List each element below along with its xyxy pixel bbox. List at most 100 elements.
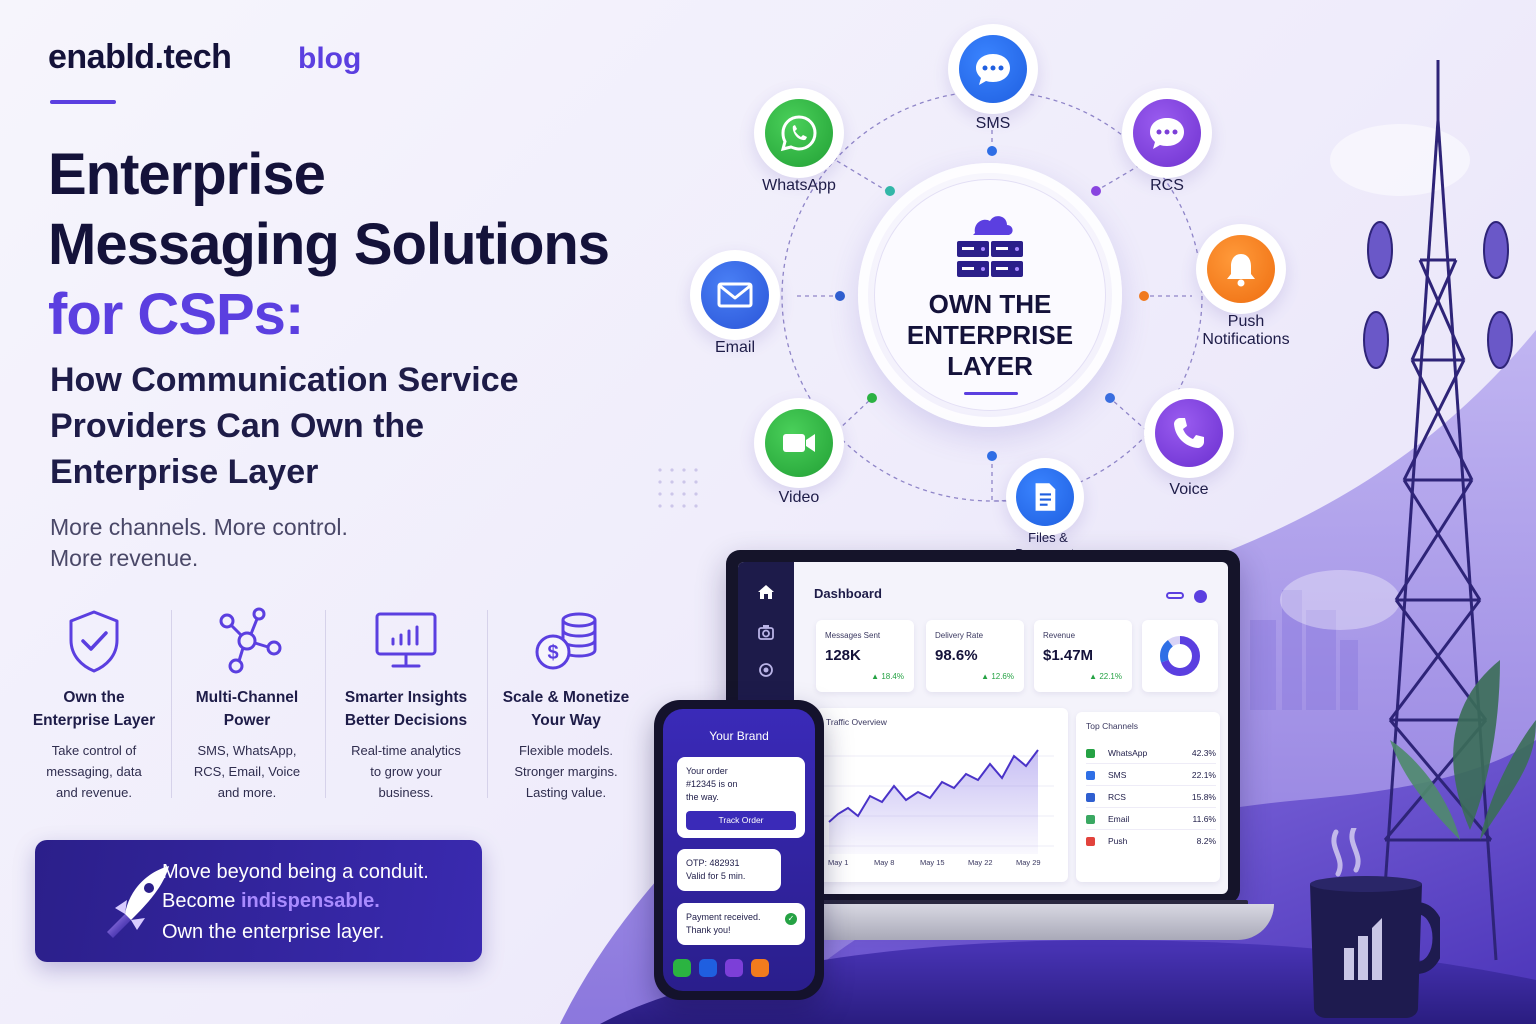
stat-value: $1.47M (1043, 647, 1094, 664)
traffic-line-chart (824, 749, 1054, 854)
feature-heading-line: Better Decisions (344, 712, 468, 729)
brand-logo-text[interactable]: enabld.tech (48, 38, 232, 76)
page-title-line-1: Enterprise (48, 142, 326, 207)
stat-value: 98.6% (935, 647, 978, 664)
order-message-line: #12345 is on (686, 779, 738, 789)
network-nodes-icon (219, 607, 282, 674)
channel-label-push: Push Notifications (1186, 313, 1306, 349)
feature-body-line: Real-time analytics (351, 743, 461, 758)
donut-chart (1160, 636, 1200, 676)
envelope-icon (717, 282, 753, 308)
stat-change: ▲ 18.4% (871, 672, 904, 681)
hub-label-line: OWN THE (928, 289, 1052, 319)
channel-label-files-line: Files & (1028, 530, 1068, 545)
feature-own-enterprise-layer: Own the Enterprise Layer Take control of… (19, 606, 169, 803)
cloud-server-icon (957, 216, 1023, 277)
tagline-line-2: More revenue. (50, 545, 199, 571)
top-channel-name: WhatsApp (1108, 748, 1148, 758)
feature-heading-line: Multi-Channel (195, 689, 299, 706)
feature-heading-line: Power (223, 712, 271, 729)
channel-email[interactable] (690, 250, 780, 340)
feature-heading-line: Smarter Insights (344, 689, 468, 706)
channel-label-email: Email (714, 339, 755, 356)
subtitle-line-2: Providers Can Own the (50, 407, 425, 445)
feature-body-line: Stronger margins. (514, 764, 618, 779)
settings-icon[interactable] (756, 660, 776, 680)
channel-files-documents[interactable] (1006, 458, 1084, 536)
traffic-tick: May 29 (1016, 858, 1041, 867)
top-channel-share: 11.6% (1192, 814, 1216, 824)
top-channel-share: 22.1% (1191, 770, 1216, 780)
channel-video[interactable] (754, 398, 844, 488)
channel-label-push-line: Push (1227, 313, 1265, 330)
sms-icon (1086, 771, 1095, 780)
callout-line-2-prefix: Become (162, 890, 241, 912)
channel-voice[interactable] (1144, 388, 1234, 478)
bell-app-icon[interactable] (751, 959, 769, 977)
otp-message: OTP: 482931 Valid for 5 min. (677, 849, 781, 891)
brand-underline (50, 100, 116, 104)
top-channel-share: 42.3% (1191, 748, 1216, 758)
camera-icon[interactable] (756, 622, 776, 642)
top-channels-title: Top Channels (1086, 721, 1138, 731)
otp-message-line: OTP: 482931 (686, 858, 740, 868)
email-icon (1086, 815, 1095, 824)
chat-bubble-icon (976, 54, 1010, 85)
feature-heading-line: Scale & Monetize (502, 689, 630, 706)
feature-divider (171, 610, 172, 798)
channel-rcs[interactable] (1122, 88, 1212, 178)
rcs-app-icon[interactable] (725, 959, 743, 977)
svg-text:$: $ (547, 642, 558, 664)
feature-heading-line: Enterprise Layer (32, 712, 156, 729)
rcs-chat-icon (1150, 118, 1184, 149)
blog-label[interactable]: blog (298, 42, 362, 75)
channel-label-video: Video (778, 489, 820, 506)
order-message-line: the way. (686, 792, 719, 802)
top-channel-share: 8.2% (1196, 836, 1216, 846)
traffic-tick: May 15 (920, 858, 945, 867)
callout-banner: Move beyond being a conduit. Become indi… (35, 840, 482, 962)
top-channel-name: SMS (1108, 770, 1127, 780)
callout-line-3: Own the enterprise layer. (162, 921, 385, 943)
traffic-tick: May 1 (828, 858, 849, 867)
feature-divider (487, 610, 488, 798)
feature-body-line: messaging, data (46, 764, 142, 779)
top-channel-name: Email (1108, 814, 1130, 824)
bell-icon (1227, 254, 1255, 287)
channel-whatsapp[interactable] (754, 88, 844, 178)
callout-line-1: Move beyond being a conduit. (162, 861, 429, 883)
feature-body-line: Take control of (51, 743, 137, 758)
feature-multi-channel-power: Multi-Channel Power SMS, WhatsApp, RCS, … (172, 606, 322, 803)
feature-body-line: Lasting value. (525, 785, 607, 800)
hub-inner-ring (874, 179, 1106, 411)
whatsapp-app-icon[interactable] (673, 959, 691, 977)
smartphone: Your Brand Your order #12345 is on the w… (654, 700, 824, 1000)
track-order-button[interactable]: Track Order (686, 811, 796, 830)
stat-change: ▲ 22.1% (1089, 672, 1122, 681)
phone-icon (1174, 418, 1204, 448)
check-icon: ✓ (785, 913, 797, 925)
toggle-icon[interactable] (1166, 592, 1184, 599)
hub-label-line: ENTERPRISE (906, 320, 1074, 350)
coins-dollar-icon: $ (535, 612, 597, 670)
feature-body-line: to grow your (370, 764, 442, 779)
feature-body-line: Flexible models. (519, 743, 613, 758)
rcs-icon (1086, 793, 1095, 802)
email-app-icon[interactable] (699, 959, 717, 977)
feature-smarter-insights: Smarter Insights Better Decisions Real-t… (331, 606, 481, 803)
home-icon[interactable] (756, 582, 776, 602)
channel-sms[interactable] (948, 24, 1038, 114)
search-icon[interactable] (1194, 590, 1207, 603)
video-camera-icon (783, 434, 815, 452)
hub-label: OWN THE ENTERPRISE LAYER (858, 289, 1122, 382)
feature-body-line: and revenue. (56, 785, 132, 800)
page-title-line-3: for CSPs: (48, 282, 304, 347)
phone-screen: Your Brand Your order #12345 is on the w… (663, 709, 815, 991)
channel-push-notifications[interactable] (1196, 224, 1286, 314)
rocket-icon (107, 866, 169, 938)
top-channel-row: RCS 15.8% (1086, 790, 1216, 808)
payment-message-line: Thank you! (686, 925, 731, 935)
feature-heading-line: Own the (63, 689, 125, 706)
channel-label-sms: SMS (975, 115, 1011, 132)
hub-underline (964, 392, 1018, 395)
